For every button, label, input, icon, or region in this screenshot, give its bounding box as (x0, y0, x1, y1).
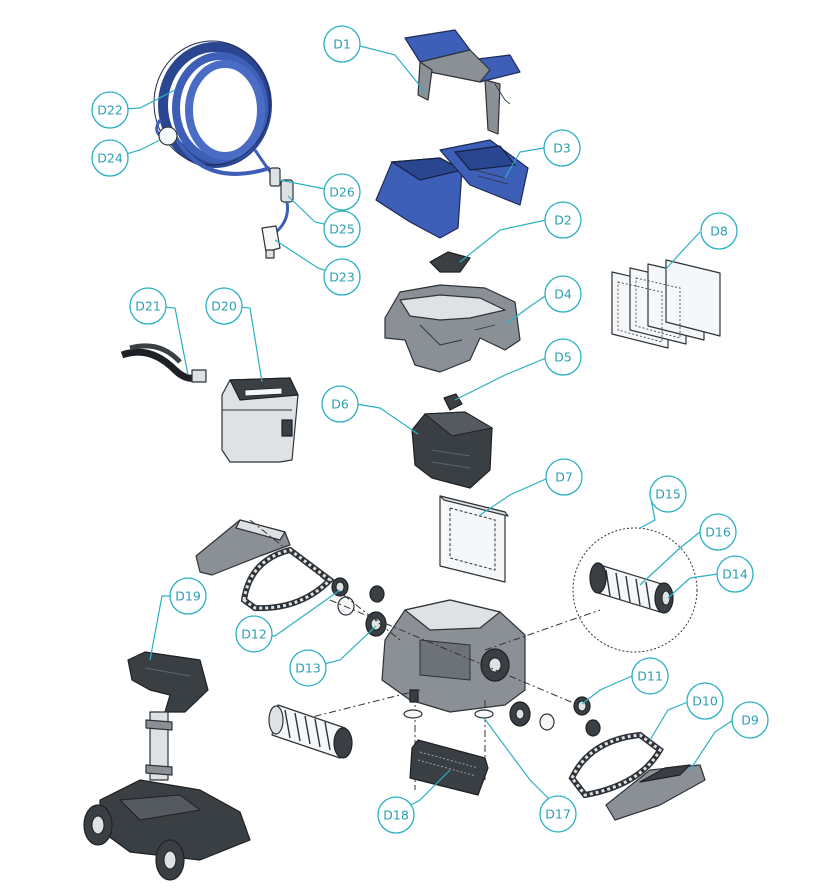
gear-icon (509, 701, 531, 727)
brush-roll-icon (589, 562, 666, 613)
svg-text:D6: D6 (331, 397, 349, 412)
svg-text:D15: D15 (655, 487, 681, 502)
svg-text:D10: D10 (692, 694, 718, 709)
svg-text:D25: D25 (329, 222, 355, 237)
handle-icon (404, 29, 521, 135)
brush-roll-icon (268, 704, 353, 759)
svg-text:D19: D19 (175, 589, 201, 604)
callout-d5: D5 (544, 338, 582, 376)
callout-d4: D4 (544, 275, 582, 313)
svg-text:D18: D18 (383, 808, 409, 823)
brush-end-icon (654, 582, 674, 614)
svg-text:D12: D12 (241, 627, 267, 642)
svg-text:D13: D13 (295, 661, 321, 676)
wheel-icon (539, 696, 601, 737)
callout-d13: D13 (289, 649, 327, 687)
brush-detail-icon (572, 527, 698, 653)
callout-d24: D24 (91, 139, 129, 177)
callout-d20: D20 (205, 287, 243, 325)
callout-d25: D25 (323, 210, 361, 248)
side-plate-icon (195, 519, 291, 576)
svg-text:D4: D4 (554, 287, 572, 302)
callout-d21: D21 (129, 287, 167, 325)
callout-d11: D11 (631, 657, 669, 695)
svg-text:D1: D1 (333, 37, 351, 52)
clip-icon (443, 393, 463, 411)
callout-d7: D7 (545, 458, 583, 496)
svg-text:D24: D24 (97, 151, 123, 166)
top-cover-icon (375, 139, 529, 239)
cable-float-icon (158, 126, 178, 146)
callout-d22: D22 (91, 91, 129, 129)
connector-icon (269, 167, 281, 187)
bottom-filter-icon (409, 739, 489, 796)
callout-d18: D18 (377, 796, 415, 834)
swivel-icon (274, 179, 294, 234)
svg-text:D2: D2 (554, 213, 572, 228)
track-icon (568, 731, 664, 799)
svg-text:D21: D21 (135, 299, 161, 314)
svg-text:D17: D17 (545, 807, 571, 822)
cable-plug-icon (261, 225, 281, 259)
track-icon (240, 546, 335, 612)
callout-d8: D8 (700, 212, 738, 250)
chassis-icon (381, 599, 526, 713)
wheel-icon (331, 577, 385, 616)
svg-text:D16: D16 (705, 525, 731, 540)
callout-d14: D14 (716, 555, 754, 593)
filter-panels-icon (611, 259, 721, 349)
svg-text:D14: D14 (722, 567, 748, 582)
callout-d10: D10 (686, 682, 724, 720)
side-plate-icon (605, 764, 706, 821)
callout-d16: D16 (699, 513, 737, 551)
svg-text:D11: D11 (637, 669, 663, 684)
motor-unit-icon (411, 411, 494, 489)
caddy-icon (83, 651, 251, 881)
callout-d3: D3 (543, 129, 581, 167)
frame-icon (384, 284, 521, 373)
svg-text:D7: D7 (555, 470, 573, 485)
callout-d26: D26 (323, 173, 361, 211)
svg-text:D22: D22 (97, 103, 123, 118)
callout-d1: D1 (323, 25, 361, 63)
callout-d2: D2 (544, 201, 582, 239)
svg-text:D20: D20 (211, 299, 237, 314)
svg-text:D23: D23 (329, 270, 355, 285)
floating-cable-icon (153, 40, 283, 187)
callout-d6: D6 (321, 385, 359, 423)
svg-text:D8: D8 (710, 224, 728, 239)
callout-d23: D23 (323, 258, 361, 296)
svg-text:D9: D9 (741, 713, 759, 728)
svg-text:D5: D5 (554, 350, 572, 365)
filter-frame-icon (439, 495, 509, 583)
callout-d19: D19 (169, 577, 207, 615)
callout-d12: D12 (235, 615, 273, 653)
impeller-icon (429, 251, 471, 273)
power-cord-icon (120, 343, 207, 383)
svg-text:D26: D26 (329, 185, 355, 200)
callout-d15: D15 (649, 475, 687, 513)
callout-d9: D9 (731, 701, 769, 739)
power-supply-icon (221, 377, 299, 463)
svg-text:D3: D3 (553, 141, 571, 156)
callout-d17: D17 (539, 795, 577, 833)
